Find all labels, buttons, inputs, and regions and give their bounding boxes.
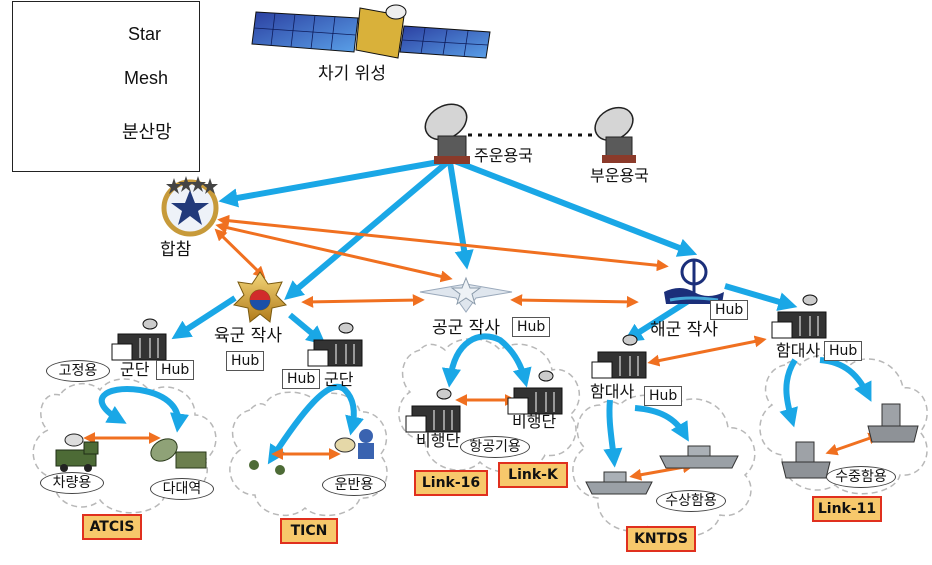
navy-left-fleet-building-icon xyxy=(591,334,647,379)
legend-distributed-label: 분산망 xyxy=(122,122,172,142)
vehicle-terminal-oval: 차량용 xyxy=(40,472,104,494)
atcis-tag: ATCIS xyxy=(82,514,142,540)
navy-hub-box: Hub xyxy=(710,300,749,320)
kntds-tag: KNTDS xyxy=(626,526,696,552)
mesh-links xyxy=(83,214,881,481)
portable-terminal-icon xyxy=(249,429,374,475)
fixed-terminal-oval: 고정용 xyxy=(46,360,110,382)
satellite-icon xyxy=(251,4,491,59)
sub-station-label: 부운용국 xyxy=(590,166,649,185)
navy-right-fleet-building-icon xyxy=(771,294,827,339)
multiband-terminal-icon xyxy=(150,438,207,469)
surface-ship-oval: 수상함용 xyxy=(656,490,726,512)
submarine-left-icon xyxy=(781,441,831,479)
legend-star-label: Star xyxy=(128,24,162,44)
army-right-corps-label: 군단 xyxy=(324,370,354,389)
surface-ship-right-icon xyxy=(659,445,739,469)
submarine-right-icon xyxy=(867,403,919,443)
main-station-dish-icon xyxy=(424,103,470,164)
air-right-wing-label: 비행단 xyxy=(512,412,557,431)
linkk-tag: Link-K xyxy=(498,462,568,488)
multiband-terminal-oval: 다대역 xyxy=(150,478,214,500)
legend-mesh-label: Mesh xyxy=(124,68,169,88)
army-left-corps-label: 군단 xyxy=(120,360,150,379)
army-label: 육군 작사 xyxy=(214,326,282,346)
air-left-wing-label: 비행단 xyxy=(416,431,461,450)
ticn-tag: TICN xyxy=(280,518,338,544)
link16-tag: Link-16 xyxy=(414,470,488,496)
jcs-label: 합참 xyxy=(160,240,192,260)
army-right-corps-hub-box: Hub xyxy=(282,369,321,389)
surface-ship-left-icon xyxy=(585,471,653,495)
underwater-ship-oval: 수중함용 xyxy=(826,466,896,488)
army-hub-box: Hub xyxy=(226,351,265,371)
army-left-corps-building-icon xyxy=(111,318,167,361)
aircraft-terminal-oval: 항공기용 xyxy=(460,436,530,458)
navy-emblem-icon xyxy=(664,258,724,304)
airforce-label: 공군 작사 xyxy=(432,318,500,338)
portable-terminal-oval: 운반용 xyxy=(322,474,386,496)
army-right-corps-building-icon xyxy=(307,322,363,367)
navy-label: 해군 작사 xyxy=(650,320,718,340)
navy-left-fleet-label: 함대사 xyxy=(590,382,635,401)
vehicle-terminal-icon xyxy=(55,433,99,472)
air-left-wing-building-icon xyxy=(405,388,461,433)
link11-tag: Link-11 xyxy=(812,496,882,522)
navy-right-fleet-label: 함대사 xyxy=(776,341,821,360)
airforce-emblem-icon xyxy=(419,276,513,313)
air-right-wing-building-icon xyxy=(507,370,563,415)
airforce-hub-box: Hub xyxy=(512,317,551,337)
jcs-emblem-icon xyxy=(161,176,219,237)
navy-right-fleet-hub-box: Hub xyxy=(824,341,863,361)
satellite-label: 차기 위성 xyxy=(318,64,386,84)
army-emblem-icon xyxy=(232,271,288,323)
army-left-corps-hub-box: Hub xyxy=(156,360,195,380)
sub-station-dish-icon xyxy=(594,106,636,163)
legend xyxy=(12,1,200,172)
main-station-label: 주운용국 xyxy=(474,146,533,165)
navy-left-fleet-hub-box: Hub xyxy=(644,386,683,406)
